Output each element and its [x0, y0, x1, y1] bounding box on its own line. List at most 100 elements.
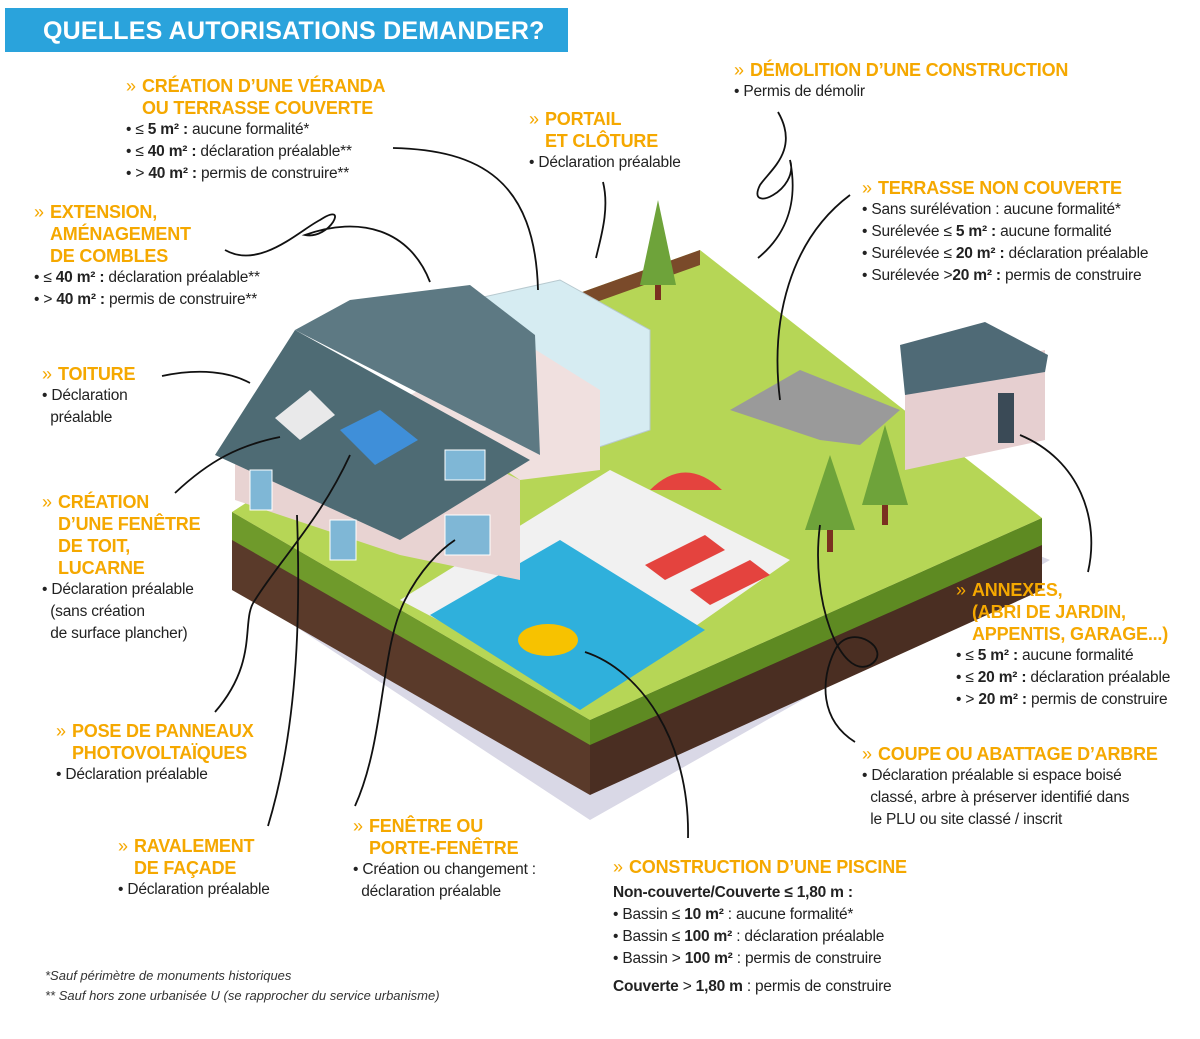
bullet-icon: •	[862, 767, 872, 784]
item-text: classé, arbre à préserver identifié dans	[870, 789, 1130, 806]
item-prefix: Surélevée >	[871, 267, 953, 284]
footnotes: *Sauf périmètre de monuments historiques…	[45, 966, 440, 1006]
bullet-icon: •	[529, 154, 539, 171]
item-value: 20 m² :	[978, 691, 1027, 708]
item-text: Déclaration préalable si espace boisé	[871, 767, 1122, 784]
chevron-icon: »	[862, 744, 872, 764]
section-arbre: » COUPE OU ABATTAGE D’ARBRE • Déclaration …	[862, 743, 1158, 831]
section-demolition: »DÉMOLITION D’UNE CONSTRUCTION• Permis d…	[734, 59, 1068, 103]
item-value: 10 m²	[684, 906, 724, 923]
section-title: »RAVALEMENT	[118, 835, 270, 857]
bullet-icon: •	[126, 165, 136, 182]
item-text: Déclaration	[51, 387, 128, 404]
item-prefix: >	[965, 691, 979, 708]
item-value: 5 m² :	[147, 121, 188, 138]
section-title-line: PORTE-FENÊTRE	[369, 838, 519, 858]
item-text: Déclaration préalable	[127, 881, 270, 898]
section-subheader: Non-couverte/Couverte ≤ 1,80 m :	[613, 884, 853, 901]
section-title-line: TERRASSE NON COUVERTE	[878, 178, 1122, 198]
item-text: permis de construire**	[104, 291, 258, 308]
section-title-line: (ABRI DE JARDIN,	[972, 602, 1126, 622]
section-title-line: TOITURE	[58, 364, 136, 384]
sun-lounger	[690, 560, 770, 605]
chevron-icon: »	[734, 60, 744, 80]
section-footer: Couverte > 1,80 m : permis de construire	[613, 976, 907, 998]
item-prefix: ≤	[135, 143, 148, 160]
bullet-icon: •	[956, 647, 966, 664]
item-value: 40 m² :	[148, 165, 197, 182]
list-item: • Surélevée ≤ 20 m² : déclaration préala…	[862, 243, 1148, 265]
section-title-line: PORTAIL	[545, 109, 622, 129]
item-text: aucune formalité*	[187, 121, 310, 138]
section-title: PORTE-FENÊTRE	[353, 837, 536, 859]
section-title: »ANNEXES,	[956, 579, 1170, 601]
page-title: QUELLES AUTORISATIONS DEMANDER?	[43, 17, 545, 45]
solar-panels	[340, 410, 418, 465]
item-text: de surface plancher)	[50, 625, 188, 642]
item-text: Déclaration préalable	[538, 154, 681, 171]
list-item: • Déclaration préalable	[56, 764, 254, 786]
item-text: permis de construire	[1026, 691, 1168, 708]
item-value: 20 m² :	[952, 267, 1001, 284]
item-text: Déclaration préalable	[65, 766, 208, 783]
item-prefix: ≤	[135, 121, 148, 138]
section-title-line: COUPE OU ABATTAGE D’ARBRE	[878, 744, 1158, 764]
indent	[42, 625, 50, 642]
item-text: permis de construire	[1000, 267, 1142, 284]
chevron-icon: »	[118, 836, 128, 856]
grass-edge-left	[232, 512, 590, 745]
list-item: • Sans surélévation : aucune formalité*	[862, 199, 1148, 221]
bullet-icon: •	[956, 691, 966, 708]
item-text: aucune formalité	[1017, 647, 1134, 664]
section-title-line: EXTENSION,	[50, 202, 158, 222]
dormer	[275, 390, 335, 440]
section-title: AMÉNAGEMENT	[34, 223, 260, 245]
bullet-icon: •	[862, 223, 872, 240]
section-title: »TOITURE	[42, 363, 135, 385]
section-title: ET CLÔTURE	[529, 130, 681, 152]
list-item: préalable	[42, 407, 135, 429]
list-item: • Déclaration préalable	[42, 579, 200, 601]
parasol	[650, 472, 722, 490]
item-value: 100 m²	[684, 950, 733, 967]
section-title: »FENÊTRE OU	[353, 815, 536, 837]
section-title: DE TOIT,	[42, 535, 200, 557]
section-title: » TERRASSE NON COUVERTE	[862, 177, 1148, 199]
item-text: déclaration préalable	[1026, 669, 1171, 686]
item-text: (sans création	[50, 603, 145, 620]
bullet-icon: •	[34, 291, 44, 308]
list-item: • > 40 m² : permis de construire**	[126, 163, 385, 185]
chevron-icon: »	[862, 178, 872, 198]
indent	[42, 409, 50, 426]
list-item: • ≤ 5 m² : aucune formalité*	[126, 119, 385, 141]
pointer-arrows	[161, 111, 1093, 839]
swimming-pool	[430, 540, 705, 710]
item-prefix: Surélevée ≤	[871, 245, 956, 262]
tree	[862, 425, 908, 505]
item-prefix: ≤	[965, 647, 978, 664]
indent	[862, 811, 870, 828]
section-title-line: DE COMBLES	[50, 246, 169, 266]
page-title-banner: QUELLES AUTORISATIONS DEMANDER?	[5, 8, 568, 52]
section-title-line: D’UNE FENÊTRE	[58, 514, 201, 534]
section-title-line: DE TOIT,	[58, 536, 131, 556]
sun-lounger	[645, 535, 725, 580]
item-text: déclaration préalable**	[104, 269, 260, 286]
bullet-icon: •	[42, 581, 52, 598]
section-title-line: OU TERRASSE COUVERTE	[142, 98, 374, 118]
item-text: le PLU ou site classé / inscrit	[870, 811, 1063, 828]
grass-edge-right	[590, 518, 1042, 745]
section-title-line: DE FAÇADE	[134, 858, 237, 878]
section-title: APPENTIS, GARAGE...)	[956, 623, 1170, 645]
indent	[42, 603, 50, 620]
item-text: déclaration préalable	[1004, 245, 1149, 262]
footnote: ** Sauf hors zone urbanisée U (se rappro…	[45, 988, 440, 1003]
footnote: *Sauf périmètre de monuments historiques	[45, 968, 292, 983]
item-text: : permis de construire	[732, 950, 882, 967]
item-text: : aucune formalité*	[723, 906, 854, 923]
bullet-icon: •	[353, 861, 363, 878]
